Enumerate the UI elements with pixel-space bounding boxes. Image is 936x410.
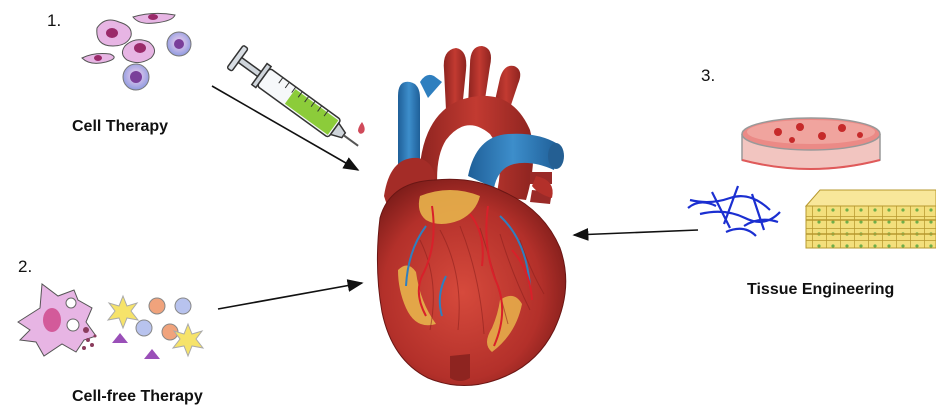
syringe-icon (227, 45, 366, 157)
scaffold-mesh-icon (688, 186, 780, 236)
step-number-2: 2. (18, 257, 32, 277)
step-number-3: 3. (701, 66, 715, 86)
stem-cells-illustration (82, 13, 191, 90)
cell-therapy-label: Cell Therapy (72, 118, 168, 136)
step-number-1: 1. (47, 11, 61, 31)
petri-dish-icon (742, 118, 880, 169)
arrow-tissue-engineering-to-heart (574, 230, 698, 235)
heart-illustration (377, 46, 565, 386)
engineered-tissue-blocks-icon (806, 190, 936, 248)
arrow-cell-free-to-heart (218, 283, 362, 309)
cell-free-therapy-label: Cell-free Therapy (72, 388, 203, 406)
tissue-engineering-label: Tissue Engineering (747, 281, 894, 299)
secreted-factors-illustration (108, 296, 203, 359)
secreting-cell-illustration (18, 284, 97, 356)
